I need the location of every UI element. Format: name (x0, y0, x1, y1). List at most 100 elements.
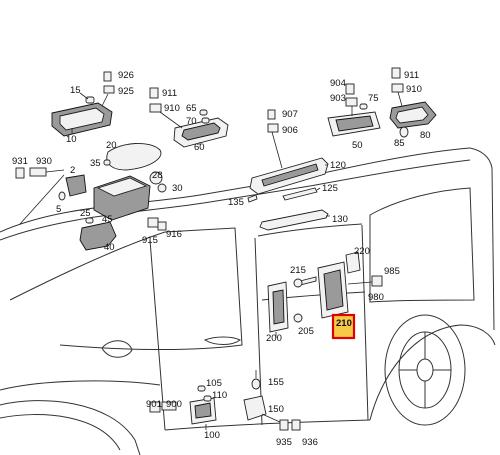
leader-930 (45, 169, 65, 173)
callout-60: 60 (194, 142, 205, 153)
bulb-75 (359, 103, 368, 110)
connector-910b (391, 83, 404, 93)
lamp-assembly-120 (247, 109, 330, 231)
callout-205: 205 (298, 326, 314, 337)
lamp-120-lens (261, 163, 319, 187)
callout-40: 40 (104, 242, 115, 253)
rear-tire (384, 314, 466, 426)
callout-125: 125 (322, 183, 338, 194)
callout-220: 220 (354, 246, 370, 257)
callout-900: 900 (166, 399, 182, 410)
callout-85: 85 (394, 138, 405, 149)
rear-rim-spokes (399, 332, 451, 408)
callout-105: 105 (206, 378, 222, 389)
roof-line (0, 147, 471, 233)
leader-906 (271, 131, 283, 169)
callout-904: 904 (330, 78, 346, 89)
lamp-100-lens (194, 402, 212, 419)
sliding-door-rear (361, 224, 369, 421)
lamp-assembly-80 (389, 67, 437, 138)
callout-936: 936 (302, 437, 318, 448)
callout-906: 906 (282, 125, 298, 136)
lamp-cluster-bottom (149, 370, 301, 431)
leader-2 (19, 174, 65, 225)
door-top (257, 223, 363, 237)
lamp-assembly-door (267, 251, 383, 340)
callout-75: 75 (368, 93, 379, 104)
bulb-65 (199, 109, 208, 116)
front-wheel-arch-inner (0, 414, 121, 451)
callout-110: 110 (212, 390, 227, 401)
bulb-15 (85, 96, 95, 104)
front-window (9, 227, 243, 351)
callout-200: 200 (266, 333, 282, 344)
connector-911b (391, 67, 401, 79)
callout-35: 35 (90, 158, 101, 169)
lamp-10-lens (59, 107, 105, 131)
van-body (0, 147, 496, 455)
callout-130: 130 (332, 214, 348, 225)
connector-220 (345, 251, 361, 274)
connector-915 (147, 217, 159, 228)
callout-135: 135 (228, 197, 244, 208)
connector-910 (149, 103, 162, 113)
callout-50: 50 (352, 140, 363, 151)
leader-980 (347, 281, 373, 285)
knob-30 (157, 183, 167, 193)
callout-215: 215 (290, 265, 306, 276)
callout-45: 45 (102, 214, 113, 225)
callout-916: 916 (166, 229, 182, 240)
connector-901 (149, 401, 161, 413)
callout-980: 980 (368, 292, 384, 303)
callout-80: 80 (420, 130, 431, 141)
callout-210: 210 (336, 318, 352, 329)
connector-936 (291, 419, 301, 431)
callout-910b: 910 (406, 84, 422, 95)
sliding-door-front (254, 237, 263, 426)
roof-edge-inner (0, 159, 471, 241)
cover-130 (259, 209, 329, 231)
callout-20: 20 (106, 140, 117, 151)
front-wheel-arch (0, 400, 141, 455)
connector-985 (371, 275, 383, 287)
callout-labels: 926 925 15 10 911 910 65 70 60 904 903 9… (12, 70, 431, 448)
connector-900 (161, 401, 177, 411)
callout-25: 25 (80, 208, 91, 219)
callout-30: 30 (172, 183, 183, 194)
callout-930: 930 (36, 156, 52, 167)
callout-911b: 911 (404, 70, 419, 81)
bulb-70 (201, 117, 210, 124)
screw-135 (247, 194, 258, 203)
leader-910b (397, 91, 403, 107)
callout-901: 901 (146, 399, 162, 410)
callout-911: 911 (162, 88, 177, 99)
screw-5-head (58, 191, 66, 201)
lamp-200-lens (272, 289, 285, 325)
connector-931 (15, 167, 25, 179)
callout-70: 70 (186, 116, 197, 127)
callout-5: 5 (56, 204, 61, 215)
lamp-150 (243, 395, 267, 421)
callout-907: 907 (282, 109, 298, 120)
highlight-box-210 (331, 313, 356, 340)
connector-916 (157, 221, 167, 231)
callout-2: 2 (70, 165, 75, 176)
console-25-top (96, 177, 148, 197)
screw-205 (293, 313, 303, 323)
knob-28 (149, 171, 163, 185)
side-window (369, 187, 475, 303)
callout-915: 915 (142, 235, 158, 246)
connector-906 (267, 123, 279, 133)
callout-28: 28 (152, 170, 163, 181)
callout-65: 65 (186, 103, 197, 114)
bulb-110 (203, 395, 212, 402)
callout-10: 10 (66, 134, 77, 145)
callout-925: 925 (118, 86, 134, 97)
bulb-105 (197, 385, 206, 392)
leader-925 (101, 93, 109, 107)
callout-985: 985 (384, 266, 400, 277)
door-handle (203, 336, 241, 345)
connector-930 (29, 167, 47, 177)
lamp-50-inner (335, 115, 374, 132)
